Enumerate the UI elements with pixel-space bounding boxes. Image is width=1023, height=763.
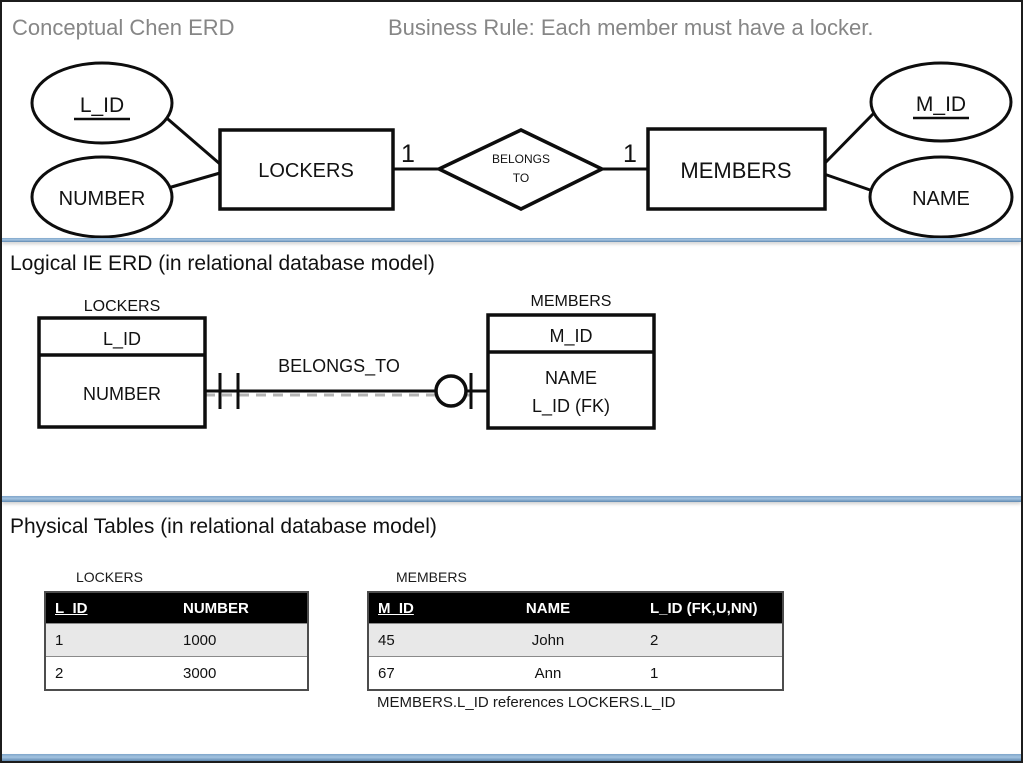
chen-section-title: Conceptual Chen ERD bbox=[12, 15, 235, 40]
logical-members-box bbox=[486, 313, 656, 430]
chen-connector-lines bbox=[161, 110, 877, 193]
members-header-row: M_ID NAME L_ID (FK,U,NN) bbox=[368, 592, 783, 624]
members-table-caption: MEMBERS bbox=[396, 569, 467, 585]
members-col-m-id: M_ID bbox=[378, 599, 414, 617]
business-rule-text: Business Rule: Each member must have a l… bbox=[388, 15, 874, 40]
relationship-label-line1: BELONGS bbox=[492, 152, 550, 166]
number-attribute-ellipse bbox=[30, 155, 174, 239]
members-entity-box bbox=[646, 127, 827, 211]
lockers-col-number: NUMBER bbox=[155, 592, 308, 624]
foreign-key-reference-note: MEMBERS.L_ID references LOCKERS.L_ID bbox=[377, 694, 676, 711]
cardinality-left-label: 1 bbox=[401, 140, 415, 168]
bottom-accent-bar bbox=[2, 754, 1021, 761]
logical-members-attr1: NAME bbox=[545, 368, 597, 388]
m-id-attribute-ellipse bbox=[869, 61, 1013, 143]
l-id-attribute-label: L_ID bbox=[80, 94, 124, 117]
cardinality-right-label: 1 bbox=[623, 140, 637, 168]
members-row1-l-id: 2 bbox=[613, 623, 783, 657]
members-physical-table: M_ID NAME L_ID (FK,U,NN) 45 John 2 67 An… bbox=[367, 591, 784, 691]
lockers-entity-label: LOCKERS bbox=[258, 160, 354, 182]
logical-members-pk: M_ID bbox=[549, 326, 592, 347]
logical-erd-diagram: BELONGS_TO LOCKERS L_ID NUMBER MEMBERS M… bbox=[37, 293, 656, 430]
table-row: 45 John 2 bbox=[368, 623, 783, 657]
chen-erd-diagram: L_ID NUMBER LOCKERS 1 BELONGS TO 1 MEMBE… bbox=[30, 61, 1014, 239]
members-col-name: NAME bbox=[483, 592, 613, 624]
logical-members-title: MEMBERS bbox=[531, 293, 612, 310]
belongs-to-relationship-label: BELONGS_TO bbox=[278, 356, 400, 377]
physical-tables-section: Physical Tables (in relational database … bbox=[2, 503, 1021, 758]
table-row: 67 Ann 1 bbox=[368, 656, 783, 690]
lockers-table-caption: LOCKERS bbox=[76, 569, 143, 585]
m-id-attribute-label: M_ID bbox=[916, 93, 966, 116]
logical-members-attr2: L_ID (FK) bbox=[532, 396, 610, 417]
lockers-entity-box bbox=[218, 128, 395, 211]
number-attribute-label: NUMBER bbox=[59, 188, 146, 210]
lockers-row1-l-id: 1 bbox=[45, 623, 155, 657]
members-row2-l-id: 1 bbox=[613, 656, 783, 690]
logical-lockers-box bbox=[37, 316, 207, 429]
cardinality-circle bbox=[434, 374, 468, 408]
members-row1-m-id: 45 bbox=[368, 623, 483, 657]
lockers-header-row: L_ID NUMBER bbox=[45, 592, 308, 624]
logical-lockers-title: LOCKERS bbox=[84, 298, 160, 315]
members-row2-m-id: 67 bbox=[368, 656, 483, 690]
name-attribute-label: NAME bbox=[912, 188, 970, 210]
lockers-row2-number: 3000 bbox=[155, 656, 308, 690]
chen-erd-section: Conceptual Chen ERD Business Rule: Each … bbox=[2, 2, 1021, 239]
belongs-to-relationship-line bbox=[205, 373, 488, 409]
l-id-attribute-ellipse bbox=[30, 61, 174, 145]
members-row2-name: Ann bbox=[483, 656, 613, 690]
members-col-l-id-fk: L_ID (FK,U,NN) bbox=[613, 592, 783, 624]
members-entity-label: MEMBERS bbox=[680, 158, 791, 183]
logical-lockers-pk: L_ID bbox=[103, 329, 141, 350]
logical-section-title: Logical IE ERD (in relational database m… bbox=[10, 252, 435, 275]
name-attribute-ellipse bbox=[868, 155, 1014, 239]
logical-lockers-attr: NUMBER bbox=[83, 384, 161, 404]
table-row: 2 3000 bbox=[45, 656, 308, 690]
section-divider-1 bbox=[2, 238, 1021, 242]
lockers-row1-number: 1000 bbox=[155, 623, 308, 657]
relationship-label-line2: TO bbox=[513, 171, 529, 185]
lockers-physical-table: L_ID NUMBER 1 1000 2 3000 bbox=[44, 591, 309, 691]
section-divider-2 bbox=[2, 496, 1021, 502]
physical-section-title: Physical Tables (in relational database … bbox=[10, 515, 437, 538]
table-row: 1 1000 bbox=[45, 623, 308, 657]
members-row1-name: John bbox=[483, 623, 613, 657]
logical-erd-section: Logical IE ERD (in relational database m… bbox=[2, 243, 1021, 496]
lockers-row2-l-id: 2 bbox=[45, 656, 155, 690]
lockers-col-l-id: L_ID bbox=[55, 599, 88, 617]
belongs-to-relationship-diamond bbox=[434, 128, 606, 211]
